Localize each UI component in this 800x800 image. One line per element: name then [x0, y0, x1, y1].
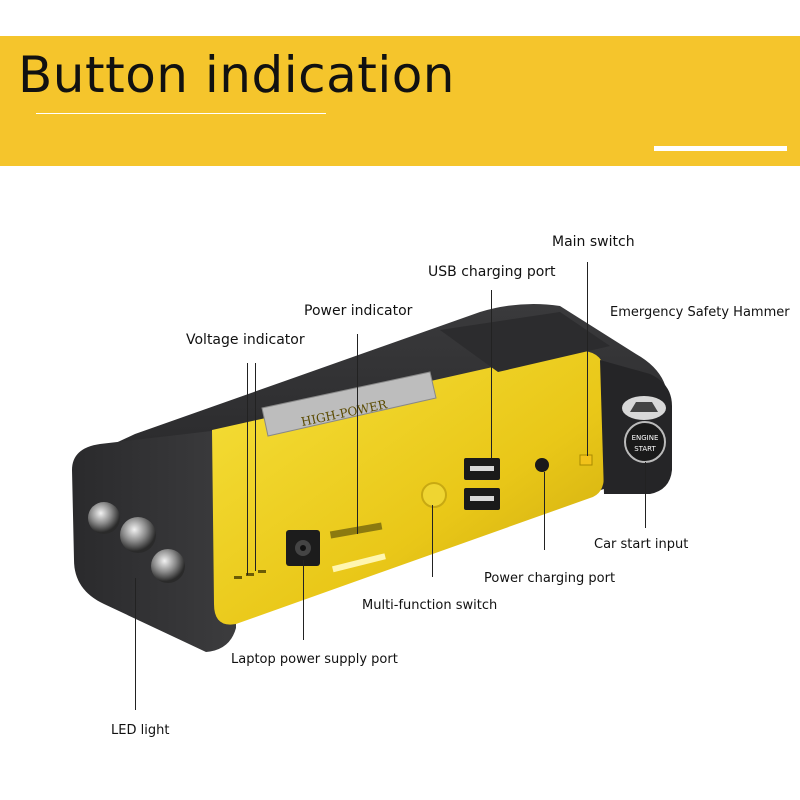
- main-switch-toggle: [579, 454, 593, 466]
- power-indicator-bar: [332, 553, 386, 573]
- engine-start-button: [624, 421, 666, 463]
- leader-car-start-input: [645, 462, 646, 528]
- engine-start-text-1: ENGINE: [632, 434, 659, 442]
- laptop-port-pin: [300, 545, 306, 551]
- title-banner: Button indication: [0, 36, 800, 166]
- leader-main-switch: [587, 262, 588, 456]
- engine-start-text-2: START: [634, 445, 656, 453]
- label-laptop-power-supply-port: Laptop power supply port: [231, 652, 398, 667]
- brand-plate: [261, 371, 437, 437]
- led-light-3: [151, 549, 185, 583]
- label-power-indicator: Power indicator: [304, 303, 413, 319]
- multi-function-switch-button: [421, 482, 447, 508]
- leader-voltage-indicator: [247, 363, 248, 575]
- leader-voltage-indicator-2: [255, 363, 256, 571]
- voltage-indicator-mark: [258, 570, 266, 573]
- label-main-switch: Main switch: [552, 234, 635, 250]
- leader-usb-port: [491, 290, 492, 458]
- power-indicator-bar: [329, 522, 383, 539]
- device-top-rib: [440, 312, 610, 372]
- label-car-start-input: Car start input: [594, 537, 689, 552]
- car-icon: [630, 402, 658, 412]
- banner-underline: [36, 113, 326, 114]
- led-light-1: [88, 502, 120, 534]
- label-multi-function-switch: Multi-function switch: [362, 598, 498, 613]
- label-usb-charging-port: USB charging port: [428, 264, 556, 280]
- label-emergency-safety-hammer: Emergency Safety Hammer: [610, 305, 790, 320]
- leader-laptop-port: [303, 560, 304, 640]
- leader-multi-function-switch: [432, 505, 433, 577]
- banner-title: Button indication: [18, 46, 455, 104]
- usb-port-1-tongue: [470, 466, 494, 471]
- leader-power-indicator: [357, 334, 358, 534]
- led-light-2: [120, 517, 156, 553]
- banner-accent-bar: [654, 146, 787, 151]
- label-power-charging-port: Power charging port: [484, 571, 616, 586]
- leader-power-charging-port: [544, 472, 545, 550]
- voltage-indicator-mark: [246, 573, 254, 576]
- voltage-indicator-mark: [234, 576, 242, 579]
- power-charging-port-socket: [535, 458, 549, 472]
- usb-port-2-tongue: [470, 496, 494, 501]
- label-led-light: LED light: [111, 723, 170, 738]
- leader-led-light: [135, 578, 136, 710]
- label-voltage-indicator: Voltage indicator: [186, 332, 305, 348]
